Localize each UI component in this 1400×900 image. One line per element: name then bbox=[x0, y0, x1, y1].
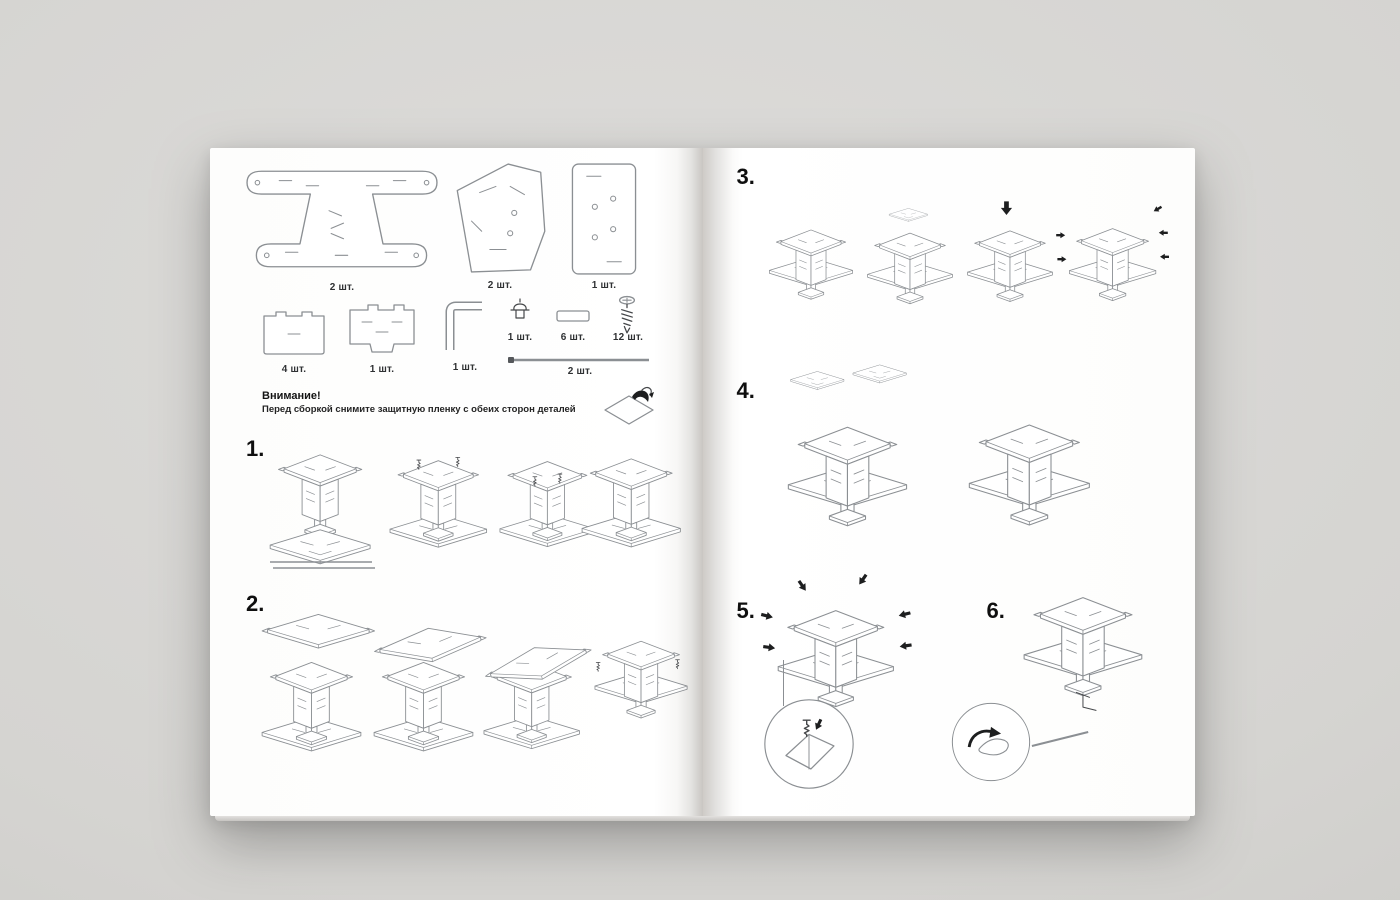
part-drawing-tall-panel bbox=[570, 162, 638, 276]
qty-label-side-plate: 2 шт. bbox=[487, 280, 513, 291]
step-5-number: 5. bbox=[736, 598, 755, 623]
step-6-detail-circle bbox=[949, 700, 1033, 784]
step-4-fig-1 bbox=[767, 364, 923, 544]
step-6-fig-svg bbox=[1009, 578, 1161, 711]
rod-drawing-svg bbox=[508, 357, 649, 363]
step-5-detail-circle-svg bbox=[763, 699, 854, 789]
instruction-booklet: 2 шт. 2 шт. 1 шт. bbox=[210, 148, 1195, 821]
part-drawing-small-panel-svg bbox=[263, 311, 325, 355]
warning-note: Внимание! Перед сборкой снимите защитную… bbox=[262, 390, 592, 416]
step-2-fig-1-svg bbox=[261, 614, 376, 758]
step-6-number: 6. bbox=[986, 598, 1005, 623]
hex-key-drawing-svg bbox=[445, 301, 482, 350]
warning-title: Внимание! bbox=[262, 390, 321, 402]
step-3-number: 3. bbox=[736, 164, 755, 189]
part-drawing-side-plate bbox=[450, 160, 550, 276]
qty-label-screw: 12 шт. bbox=[612, 332, 644, 343]
part-drawing-tall-panel-svg bbox=[571, 163, 637, 275]
step-4-fig-2 bbox=[951, 396, 1101, 544]
peel-film-icon-svg bbox=[604, 386, 654, 425]
qty-label-small-panel: 4 шт. bbox=[281, 364, 307, 375]
step-2-fig-3 bbox=[480, 606, 596, 758]
step-6-detail-circle-svg bbox=[951, 702, 1030, 782]
part-drawing-notched-panel bbox=[348, 300, 416, 358]
step-1-fig-2 bbox=[386, 448, 500, 570]
step-2-fig-4-svg bbox=[586, 600, 698, 758]
page-right: 3. bbox=[702, 148, 1195, 816]
peel-film-icon bbox=[602, 382, 656, 430]
hex-key-drawing bbox=[442, 298, 488, 354]
step-2-fig-2 bbox=[370, 606, 490, 758]
step-4-fig-2-svg bbox=[951, 396, 1101, 544]
qty-label-notched-panel: 1 шт. bbox=[369, 364, 395, 375]
part-drawing-base-frame bbox=[246, 164, 438, 274]
qty-label-rod: 2 шт. bbox=[567, 366, 593, 377]
step-5-detail-circle bbox=[761, 696, 857, 792]
rod-drawing bbox=[506, 354, 652, 366]
step-3-fig-1 bbox=[759, 192, 863, 328]
step-3-fig-3 bbox=[957, 182, 1063, 328]
step-3-fig-2-svg bbox=[857, 208, 963, 328]
spacer-drawing bbox=[556, 310, 590, 322]
qty-label-clip: 1 шт. bbox=[507, 332, 533, 343]
rod-pair-drawing bbox=[268, 558, 378, 572]
step-1-fig-4 bbox=[578, 446, 694, 570]
step-3-fig-3-svg bbox=[957, 201, 1063, 328]
part-drawing-side-plate-svg bbox=[456, 163, 546, 273]
step-2-fig-2-svg bbox=[372, 620, 489, 758]
step-6-leader-line bbox=[1031, 731, 1088, 747]
qty-label-tall-panel: 1 шт. bbox=[591, 280, 617, 291]
step-2-fig-4 bbox=[586, 600, 698, 758]
step-1-fig-2-svg bbox=[386, 456, 500, 570]
qty-label-hex-key: 1 шт. bbox=[452, 362, 478, 373]
screw-drawing bbox=[618, 295, 636, 336]
step-2-number: 2. bbox=[246, 591, 265, 616]
part-drawing-base-frame-svg bbox=[246, 170, 438, 268]
spacer-drawing-svg bbox=[556, 310, 590, 322]
warning-text: Перед сборкой снимите защитную пленку с … bbox=[262, 404, 576, 415]
step-1-fig-1 bbox=[266, 448, 384, 570]
step-5-leader-line bbox=[782, 660, 784, 706]
step-1-fig-4-svg bbox=[578, 446, 694, 570]
qty-label-base-frame: 2 шт. bbox=[329, 282, 355, 293]
step-3-fig-2 bbox=[857, 190, 963, 328]
step-2-fig-1 bbox=[258, 606, 378, 758]
step-3-fig-4-svg bbox=[1055, 204, 1169, 328]
clip-drawing bbox=[510, 298, 530, 326]
part-drawing-small-panel bbox=[262, 306, 326, 356]
rod-pair-drawing-svg bbox=[270, 561, 375, 569]
step-3-fig-4 bbox=[1055, 188, 1169, 328]
step-3-fig-1-svg bbox=[759, 192, 863, 328]
step-6-fig bbox=[1009, 578, 1161, 730]
clip-drawing-svg bbox=[510, 298, 530, 319]
step-1-fig-1-svg bbox=[269, 454, 371, 565]
step-4-fig-1-svg bbox=[767, 364, 923, 544]
step-1-number: 1. bbox=[246, 436, 265, 461]
step-4-number: 4. bbox=[736, 378, 755, 403]
qty-label-spacer: 6 шт. bbox=[560, 332, 586, 343]
step-2-fig-3-svg bbox=[481, 634, 596, 758]
part-drawing-notched-panel-svg bbox=[349, 304, 415, 353]
page-left: 2 шт. 2 шт. 1 шт. bbox=[210, 148, 703, 816]
screw-drawing-svg bbox=[618, 295, 636, 334]
